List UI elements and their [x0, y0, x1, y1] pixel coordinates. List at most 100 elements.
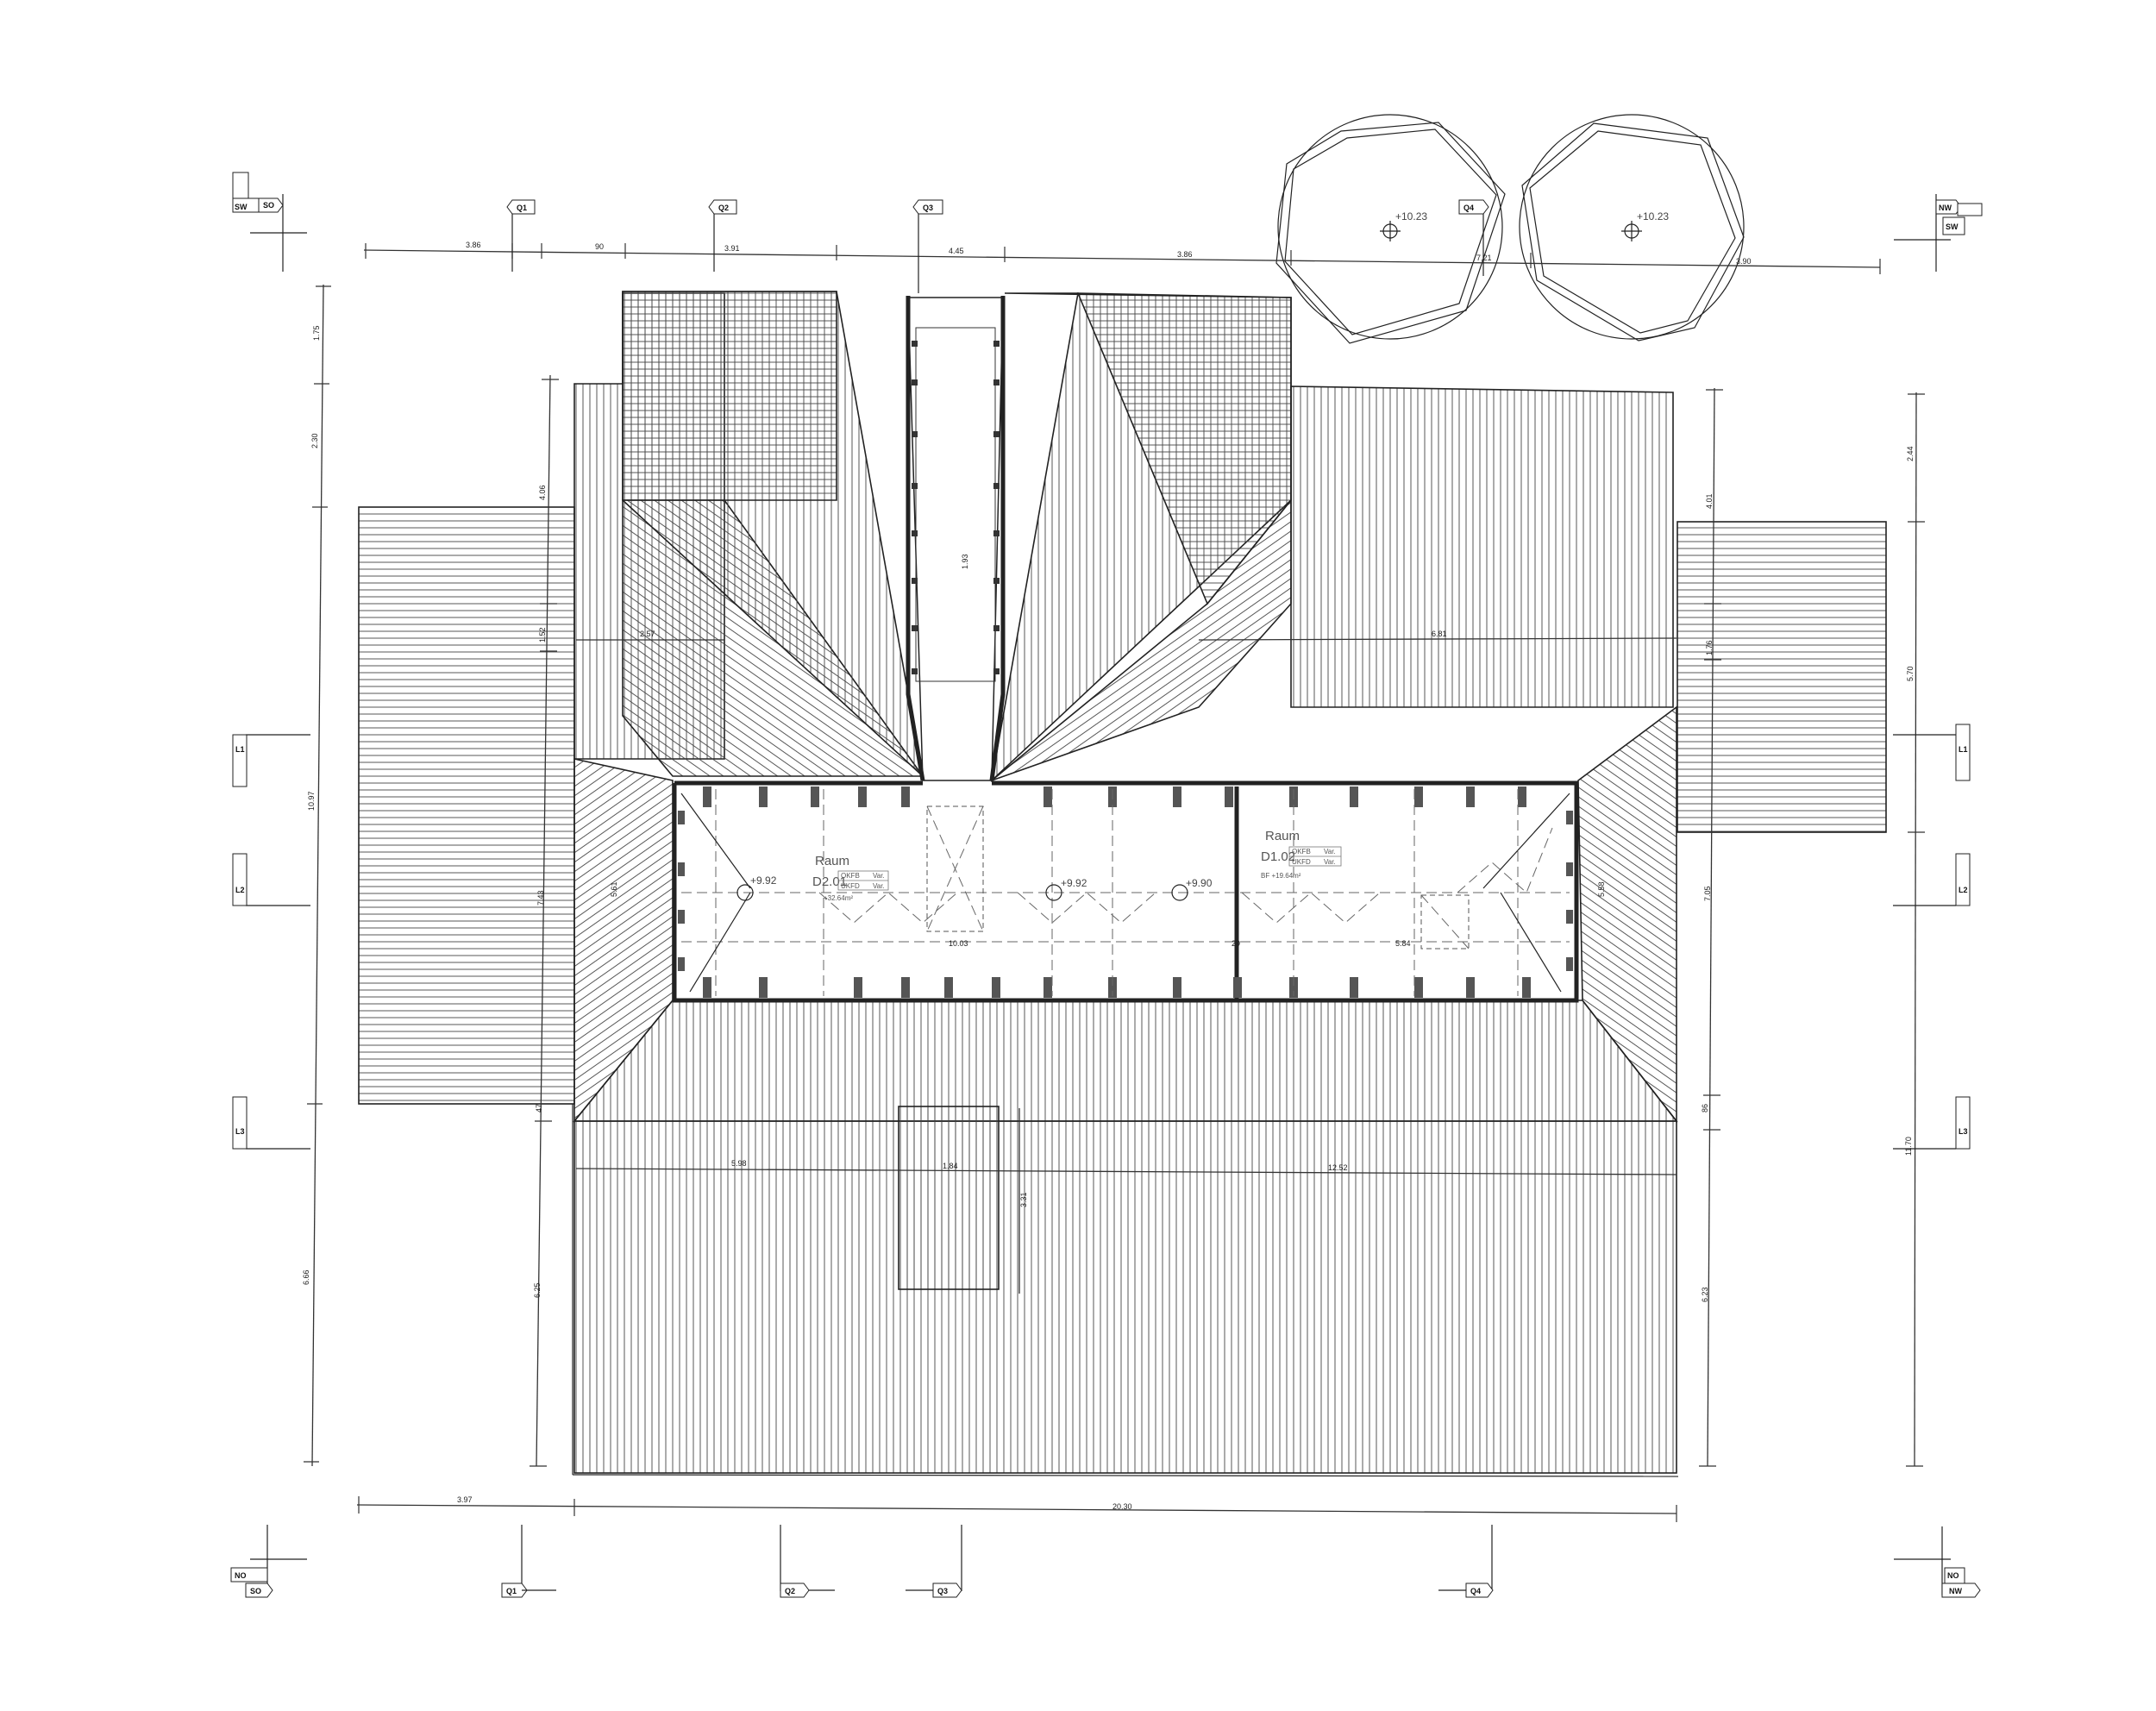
valley-wall-right [989, 296, 1006, 781]
svg-text:Q2: Q2 [718, 204, 729, 212]
svg-text:+32.64m²: +32.64m² [824, 894, 853, 902]
svg-text:5.70: 5.70 [1906, 666, 1915, 681]
svg-text:86: 86 [1701, 1104, 1709, 1112]
axis-tag-left-l2: L2 [232, 853, 310, 906]
svg-text:UKFD: UKFD [841, 882, 860, 890]
svg-text:3.97: 3.97 [457, 1495, 473, 1504]
svg-text:Q1: Q1 [506, 1587, 517, 1595]
svg-text:SO: SO [263, 201, 274, 210]
svg-text:12.52: 12.52 [1328, 1163, 1348, 1172]
attic-floor [672, 780, 1579, 1003]
svg-text:Var.: Var. [873, 872, 885, 880]
svg-text:Q3: Q3 [937, 1587, 948, 1595]
section-tag-top-right: NW SW [1894, 194, 1983, 272]
axis-tag-right-l3: L3 [1893, 1096, 1971, 1150]
svg-text:3.90: 3.90 [1736, 257, 1752, 266]
svg-text:NO: NO [1947, 1571, 1959, 1580]
svg-text:3.31: 3.31 [1019, 1192, 1028, 1207]
axis-tag-bottom-q3: Q3 [906, 1525, 962, 1598]
axis-tag-right-l1: L1 [1893, 724, 1971, 781]
valley-posts [912, 341, 1000, 674]
dimension-left-outer: 1.75 2.30 10.97 6.66 [302, 284, 331, 1467]
svg-text:6.23: 6.23 [1701, 1287, 1709, 1302]
roof-north-gable-left-upper [622, 291, 837, 501]
svg-text:NO: NO [235, 1571, 247, 1580]
stair-circle-right: +10.23 [1519, 114, 1745, 342]
axis-tag-bottom-q4: Q4 [1438, 1525, 1494, 1598]
axis-tag-left-l1: L1 [232, 734, 310, 787]
level-label-1: +9.92 [750, 874, 777, 887]
svg-text:2.30: 2.30 [310, 433, 319, 448]
roof-bottom-block [573, 1120, 1677, 1474]
svg-text:NW: NW [1939, 204, 1952, 212]
dimension-bottom: 3.97 20.30 [356, 1495, 1677, 1522]
section-tag-bottom-right: NO NW [1894, 1526, 1981, 1598]
roof-upper-right-block [1290, 385, 1674, 708]
level-label-3: +9.90 [1186, 877, 1213, 889]
svg-text:1.84: 1.84 [943, 1162, 958, 1170]
svg-text:L3: L3 [235, 1127, 245, 1136]
svg-text:UKFD: UKFD [1292, 858, 1311, 866]
svg-text:4.06: 4.06 [538, 485, 547, 500]
svg-text:20.30: 20.30 [1112, 1502, 1132, 1511]
roof-dormer [898, 1106, 1000, 1290]
valley-inner [915, 327, 996, 682]
svg-text:Raum: Raum [815, 854, 849, 868]
axis-tag-bottom-q1: Q1 [501, 1525, 556, 1598]
svg-text:7.21: 7.21 [1476, 254, 1492, 262]
svg-text:5.58: 5.58 [1597, 881, 1606, 897]
svg-text:Q2: Q2 [785, 1587, 795, 1595]
dimension-interior: 2.57 6.81 10.03 5.84 29 5.98 1.84 12.52 … [575, 554, 1677, 1294]
svg-text:90: 90 [595, 242, 604, 251]
room-stamp-d201: Raum D2.01 OKFB UKFD Var. Var. +32.64m² [812, 854, 889, 902]
svg-text:4.01: 4.01 [1705, 493, 1714, 509]
roof-left-wing [358, 506, 575, 1105]
axis-tag-top-q2: Q2 [708, 199, 737, 272]
axis-tag-bottom-q2: Q2 [780, 1525, 835, 1598]
svg-text:5.98: 5.98 [731, 1159, 747, 1168]
svg-text:1.75: 1.75 [312, 325, 321, 341]
axis-tag-right-l2: L2 [1893, 853, 1971, 906]
svg-text:L2: L2 [235, 886, 245, 894]
axis-tag-top-q1: Q1 [506, 199, 536, 272]
svg-text:+10.23: +10.23 [1395, 210, 1427, 222]
svg-text:OKFB: OKFB [1292, 848, 1311, 856]
svg-text:3.91: 3.91 [724, 244, 740, 253]
valley-channel [907, 297, 1004, 781]
section-tag-bottom-left: NO SO [230, 1525, 307, 1598]
axis-tag-left-l3: L3 [232, 1096, 310, 1150]
dimension-left-inner: 4.06 1.52 7.43 5.61 47 6.25 [530, 374, 618, 1467]
svg-text:4.45: 4.45 [949, 247, 964, 255]
section-tag-top-left: SW SO [232, 172, 307, 272]
svg-text:5.61: 5.61 [610, 881, 618, 897]
svg-text:BF +19.64m²: BF +19.64m² [1261, 872, 1301, 880]
svg-text:10.97: 10.97 [307, 791, 316, 811]
roof-north-gable-right-upper [1076, 292, 1292, 605]
axis-tag-top-q3: Q3 [912, 199, 943, 293]
svg-text:1.93: 1.93 [961, 554, 969, 569]
svg-text:7.05: 7.05 [1703, 886, 1712, 901]
svg-text:Raum: Raum [1265, 829, 1300, 843]
svg-text:L1: L1 [235, 745, 245, 754]
svg-text:+10.23: +10.23 [1637, 210, 1669, 222]
stair-circle-left: +10.23 [1275, 114, 1506, 344]
svg-text:2.57: 2.57 [640, 630, 655, 638]
svg-text:Var.: Var. [1324, 858, 1336, 866]
svg-text:OKFB: OKFB [841, 872, 860, 880]
svg-text:1.52: 1.52 [538, 627, 547, 642]
svg-text:SW: SW [235, 203, 248, 211]
svg-text:11.70: 11.70 [1904, 1137, 1913, 1156]
svg-text:L3: L3 [1959, 1127, 1968, 1136]
svg-text:29: 29 [1232, 939, 1240, 948]
roof-east-hip [1577, 705, 1677, 1124]
roof-right-wing [1677, 521, 1887, 833]
svg-text:6.25: 6.25 [533, 1282, 542, 1298]
svg-text:2.44: 2.44 [1906, 446, 1915, 461]
svg-text:7.43: 7.43 [536, 890, 545, 906]
svg-text:6.81: 6.81 [1432, 630, 1447, 638]
svg-text:Q3: Q3 [923, 204, 933, 212]
svg-text:NW: NW [1949, 1587, 1962, 1595]
room-stamp-d102: Raum D1.02 OKFB UKFD Var. Var. BF +19.64… [1261, 829, 1342, 880]
axis-tag-top-q4: Q4 [1458, 199, 1489, 276]
